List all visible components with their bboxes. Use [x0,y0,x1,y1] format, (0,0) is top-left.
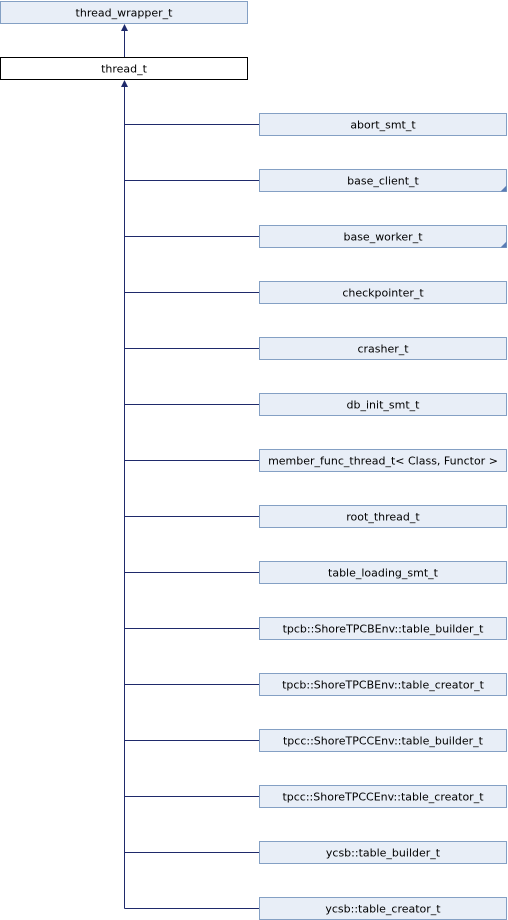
node-thread-t[interactable]: thread_t [0,57,248,80]
node-label-tpcb-shoretpcbenv-table-builder-t: tpcb::ShoreTPCBEnv::table_builder_t [283,623,484,636]
arrowhead-icon [121,24,128,31]
node-ycsb-table-creator-t[interactable]: ycsb::table_creator_t [259,897,507,920]
edge-layer [121,24,260,909]
node-label-crasher-t: crasher_t [357,343,409,356]
node-root-thread-t[interactable]: root_thread_t [259,505,507,528]
node-tpcb-shoretpcbenv-table-creator-t[interactable]: tpcb::ShoreTPCBEnv::table_creator_t [259,673,507,696]
node-label-db-init-smt-t: db_init_smt_t [347,399,421,412]
node-label-tpcc-shoretpccenv-table-builder-t: tpcc::ShoreTPCCEnv::table_builder_t [283,735,484,748]
arrowhead-icon [121,80,128,87]
node-table-loading-smt-t[interactable]: table_loading_smt_t [259,561,507,584]
node-checkpointer-t[interactable]: checkpointer_t [259,281,507,304]
node-tpcb-shoretpcbenv-table-builder-t[interactable]: tpcb::ShoreTPCBEnv::table_builder_t [259,617,507,640]
node-thread-wrapper-t[interactable]: thread_wrapper_t [0,1,248,24]
node-label-ycsb-table-builder-t: ycsb::table_builder_t [326,847,441,860]
node-label-base-worker-t: base_worker_t [343,231,423,244]
node-ycsb-table-builder-t[interactable]: ycsb::table_builder_t [259,841,507,864]
node-base-client-t[interactable]: base_client_t [259,169,507,192]
node-label-base-client-t: base_client_t [347,175,419,188]
more-children-indicator-icon [500,241,507,248]
node-label-tpcc-shoretpccenv-table-creator-t: tpcc::ShoreTPCCEnv::table_creator_t [282,791,484,804]
node-tpcc-shoretpccenv-table-creator-t[interactable]: tpcc::ShoreTPCCEnv::table_creator_t [259,785,507,808]
node-label-thread-t: thread_t [101,63,148,76]
node-label-member-func-thread-t-class-functor: member_func_thread_t< Class, Functor > [268,455,498,468]
node-label-thread-wrapper-t: thread_wrapper_t [76,7,174,20]
node-label-root-thread-t: root_thread_t [346,511,420,524]
node-member-func-thread-t-class-functor[interactable]: member_func_thread_t< Class, Functor > [259,449,507,472]
node-label-abort-smt-t: abort_smt_t [350,119,416,132]
node-base-worker-t[interactable]: base_worker_t [259,225,507,248]
node-label-checkpointer-t: checkpointer_t [342,287,424,300]
node-abort-smt-t[interactable]: abort_smt_t [259,113,507,136]
more-children-indicator-icon [500,185,507,192]
node-label-tpcb-shoretpcbenv-table-creator-t: tpcb::ShoreTPCBEnv::table_creator_t [282,679,485,692]
node-crasher-t[interactable]: crasher_t [259,337,507,360]
node-tpcc-shoretpccenv-table-builder-t[interactable]: tpcc::ShoreTPCCEnv::table_builder_t [259,729,507,752]
node-label-ycsb-table-creator-t: ycsb::table_creator_t [325,903,441,916]
node-db-init-smt-t[interactable]: db_init_smt_t [259,393,507,416]
node-label-table-loading-smt-t: table_loading_smt_t [328,567,439,580]
